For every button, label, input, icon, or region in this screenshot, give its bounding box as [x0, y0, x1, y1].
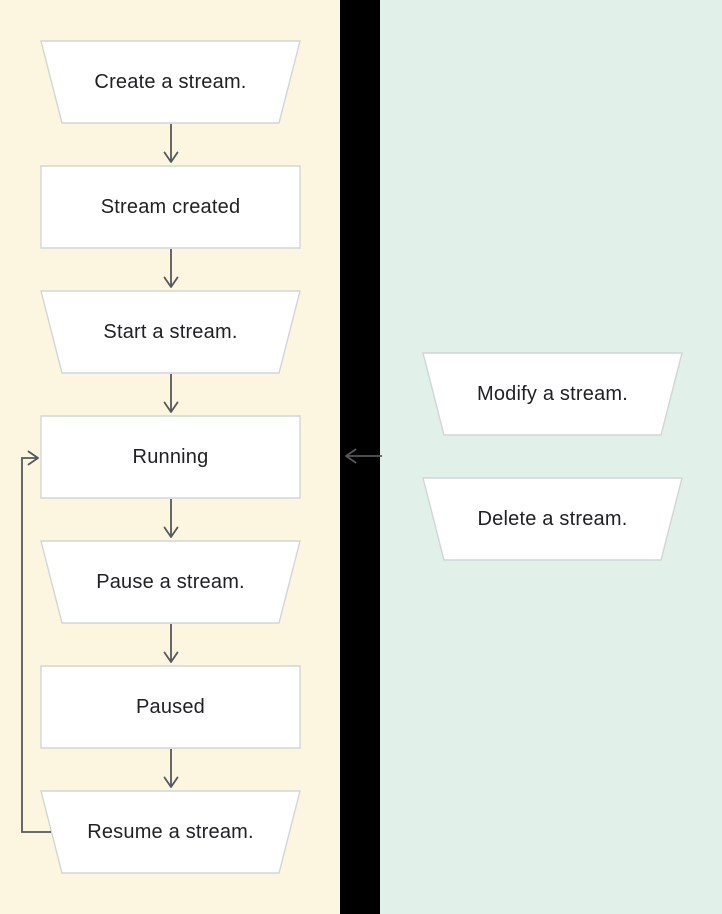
shape-paused [40, 665, 301, 749]
arrow-resume-loop-to-running [21, 450, 51, 833]
shape-running [40, 415, 301, 499]
shape-start-a-stream [40, 290, 301, 374]
shape-create-a-stream [40, 40, 301, 124]
shape-pause-a-stream [40, 540, 301, 624]
shape-stream-created [40, 165, 301, 249]
right-panel-background [380, 0, 722, 914]
shape-delete-a-stream [422, 477, 683, 561]
shape-resume-a-stream [40, 790, 301, 874]
shape-modify-a-stream [422, 352, 683, 436]
